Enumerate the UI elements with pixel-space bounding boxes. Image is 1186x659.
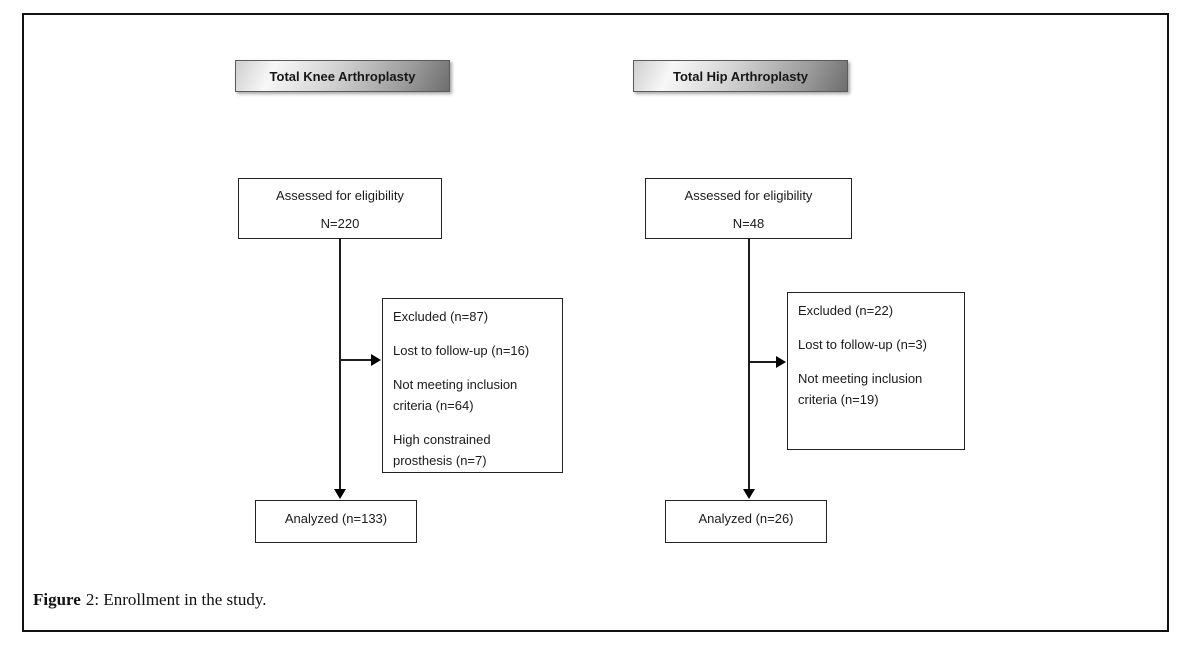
- knee-arm-header: Total Knee Arthroplasty: [235, 60, 450, 92]
- hip-right-arrow-icon: [776, 356, 786, 368]
- knee-assessed-label: Assessed for eligibility: [276, 188, 404, 203]
- hip-branch-line: [749, 361, 778, 363]
- knee-excluded-criteria: Not meeting inclusion criteria (n=64): [393, 377, 518, 413]
- hip-assessed-box: Assessed for eligibility N=48: [645, 178, 852, 239]
- hip-excluded-criteria: Not meeting inclusion criteria (n=19): [798, 371, 923, 407]
- hip-analyzed-label: Analyzed (n=26): [698, 511, 794, 526]
- knee-right-arrow-icon: [371, 354, 381, 366]
- hip-down-arrow-icon: [743, 489, 755, 499]
- figure-caption-label: Figure: [33, 590, 81, 609]
- knee-excluded-box: Excluded (n=87) Lost to follow-up (n=16)…: [382, 298, 563, 473]
- hip-arm-header-label: Total Hip Arthroplasty: [672, 68, 809, 84]
- knee-analyzed-label: Analyzed (n=133): [284, 511, 388, 526]
- knee-assessed-box: Assessed for eligibility N=220: [238, 178, 442, 239]
- hip-assessed-count: N=48: [732, 216, 765, 231]
- knee-excluded-total: Excluded (n=87): [393, 309, 489, 324]
- figure-caption-text: 2: Enrollment in the study.: [85, 590, 267, 609]
- knee-analyzed-box: Analyzed (n=133): [255, 500, 417, 543]
- hip-excluded-followup: Lost to follow-up (n=3): [798, 337, 927, 352]
- knee-excluded-followup: Lost to follow-up (n=16): [393, 343, 530, 358]
- hip-assessed-label: Assessed for eligibility: [684, 188, 813, 203]
- knee-arm-header-label: Total Knee Arthroplasty: [269, 68, 416, 84]
- hip-arm-header: Total Hip Arthroplasty: [633, 60, 848, 92]
- hip-excluded-box: Excluded (n=22) Lost to follow-up (n=3) …: [787, 292, 965, 450]
- knee-excluded-prosthesis: High constrained prosthesis (n=7): [393, 432, 491, 468]
- hip-flow-line: [748, 238, 750, 490]
- hip-analyzed-box: Analyzed (n=26): [665, 500, 827, 543]
- hip-excluded-total: Excluded (n=22): [798, 303, 894, 318]
- knee-flow-line: [339, 238, 341, 490]
- knee-assessed-count: N=220: [320, 216, 360, 231]
- knee-branch-line: [340, 359, 373, 361]
- knee-down-arrow-icon: [334, 489, 346, 499]
- figure-frame: [22, 13, 1169, 632]
